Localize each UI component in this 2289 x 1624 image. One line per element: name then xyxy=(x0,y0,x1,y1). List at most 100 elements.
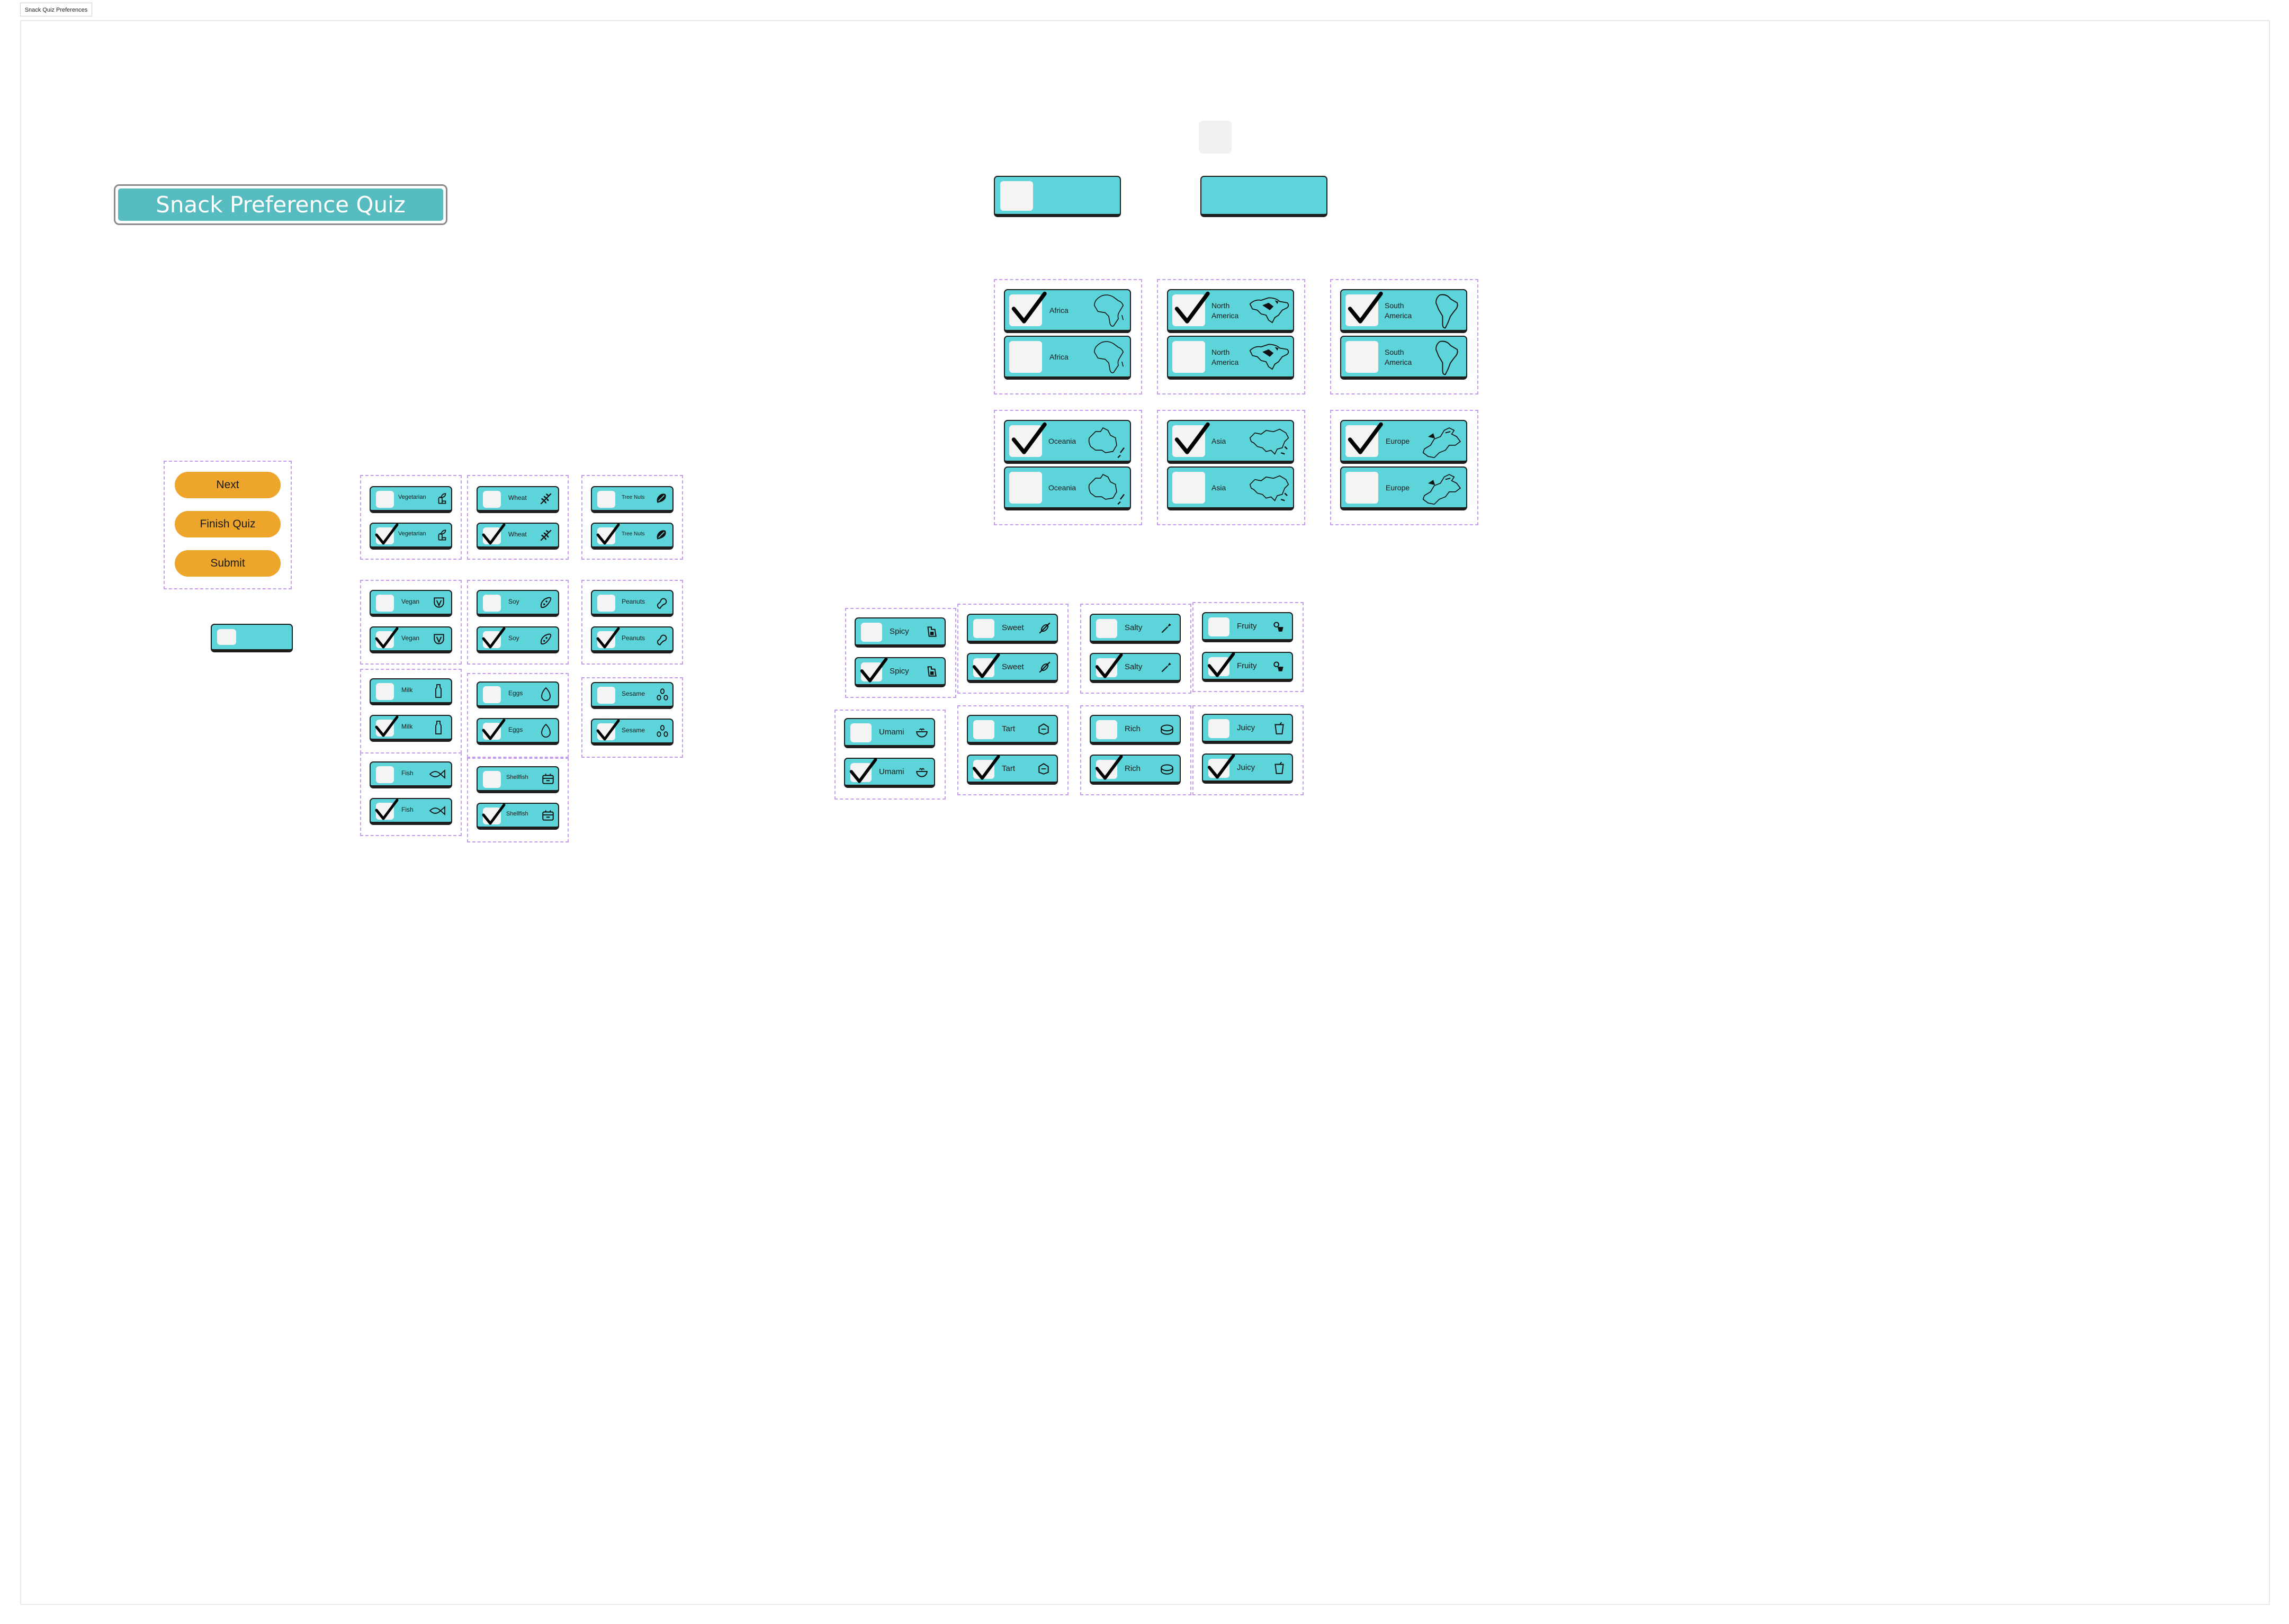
checkbox-fish-unchecked[interactable] xyxy=(376,766,394,783)
checkbox-salty-checked[interactable] xyxy=(1095,653,1123,678)
checkbox-vegetarian-checked[interactable] xyxy=(375,523,399,545)
chip-north-america-checked[interactable]: North America xyxy=(1167,289,1294,333)
chip-umami-unchecked[interactable]: Umami xyxy=(844,718,935,748)
chip-shellfish-checked[interactable]: Shellfish xyxy=(477,803,559,830)
chip-sweet-checked[interactable]: Sweet xyxy=(967,653,1058,683)
chip-fruity-unchecked[interactable]: Fruity xyxy=(1202,612,1293,642)
chip-milk-checked[interactable]: Milk xyxy=(370,715,452,742)
chip-sesame-checked[interactable]: Sesame xyxy=(591,719,674,746)
chip-peanuts-unchecked[interactable]: Peanuts xyxy=(591,590,674,617)
chip-vegetarian-unchecked[interactable]: Vegetarian xyxy=(370,486,452,513)
checkbox-rich-checked[interactable] xyxy=(1095,755,1123,780)
chip-umami-checked[interactable]: Umami xyxy=(844,758,935,788)
chip-africa-checked[interactable]: Africa xyxy=(1004,289,1131,333)
empty-chip-large[interactable] xyxy=(1200,176,1327,217)
chip-soy-unchecked[interactable]: Soy xyxy=(477,590,559,617)
chip-vegan-checked[interactable]: Vegan xyxy=(370,626,452,653)
chip-europe-unchecked[interactable]: Europe xyxy=(1340,466,1467,510)
chip-fish-checked[interactable]: Fish xyxy=(370,798,452,825)
checkbox-milk-unchecked[interactable] xyxy=(376,683,394,700)
chip-juicy-unchecked[interactable]: Juicy xyxy=(1202,714,1293,744)
chip-south-america-unchecked[interactable]: South America xyxy=(1340,336,1467,380)
checkbox-salty-unchecked[interactable] xyxy=(1096,619,1117,638)
chip-spicy-checked[interactable]: Spicy xyxy=(855,657,946,687)
checkbox-wheat-unchecked[interactable] xyxy=(483,491,501,508)
checkbox-fish-checked[interactable] xyxy=(375,798,399,820)
checkbox-south-america-unchecked[interactable] xyxy=(1345,341,1378,373)
chip-asia-checked[interactable]: Asia xyxy=(1167,420,1294,464)
checkbox-sweet-checked[interactable] xyxy=(972,653,1000,678)
chip-milk-unchecked[interactable]: Milk xyxy=(370,678,452,705)
checkbox-shellfish-unchecked[interactable] xyxy=(483,771,501,788)
chip-africa-unchecked[interactable]: Africa xyxy=(1004,336,1131,380)
chip-rich-checked[interactable]: Rich xyxy=(1090,755,1181,785)
chip-spicy-unchecked[interactable]: Spicy xyxy=(855,617,946,648)
checkbox-eggs-checked[interactable] xyxy=(482,719,506,740)
checkbox-sesame-unchecked[interactable] xyxy=(597,687,615,704)
chip-tree-nuts-unchecked[interactable]: Tree Nuts xyxy=(591,486,674,513)
chip-asia-unchecked[interactable]: Asia xyxy=(1167,466,1294,510)
chip-vegetarian-checked[interactable]: Vegetarian xyxy=(370,523,452,550)
checkbox-soy-unchecked[interactable] xyxy=(483,595,501,612)
chip-fruity-checked[interactable]: Fruity xyxy=(1202,652,1293,682)
checkbox-north-america-checked[interactable] xyxy=(1172,291,1210,326)
chip-fish-unchecked[interactable]: Fish xyxy=(370,761,452,788)
checkbox-wheat-checked[interactable] xyxy=(482,523,506,545)
checkbox-soy-checked[interactable] xyxy=(482,627,506,649)
checkbox-oceania-checked[interactable] xyxy=(1009,422,1047,457)
chip-sweet-unchecked[interactable]: Sweet xyxy=(967,614,1058,644)
checkbox-oceania-unchecked[interactable] xyxy=(1009,472,1042,504)
checkbox-sweet-unchecked[interactable] xyxy=(973,619,994,638)
checkbox-juicy-unchecked[interactable] xyxy=(1208,719,1229,738)
checkbox-vegetarian-unchecked[interactable] xyxy=(376,491,394,508)
chip-oceania-unchecked[interactable]: Oceania xyxy=(1004,466,1131,510)
checkbox-fruity-checked[interactable] xyxy=(1207,652,1235,677)
chip-salty-unchecked[interactable]: Salty xyxy=(1090,614,1181,644)
checkbox-peanuts-checked[interactable] xyxy=(596,627,620,649)
checkbox-europe-unchecked[interactable] xyxy=(1345,472,1378,504)
checkbox-tree-nuts-unchecked[interactable] xyxy=(597,491,615,508)
chip-peanuts-checked[interactable]: Peanuts xyxy=(591,626,674,653)
checkbox-asia-unchecked[interactable] xyxy=(1172,472,1205,504)
chip-tart-checked[interactable]: Tart xyxy=(967,755,1058,785)
chip-shellfish-unchecked[interactable]: Shellfish xyxy=(477,766,559,793)
chip-eggs-unchecked[interactable]: Eggs xyxy=(477,681,559,708)
chip-north-america-unchecked[interactable]: North America xyxy=(1167,336,1294,380)
submit-button[interactable]: Submit xyxy=(175,550,281,577)
chip-europe-checked[interactable]: Europe xyxy=(1340,420,1467,464)
chip-rich-unchecked[interactable]: Rich xyxy=(1090,715,1181,745)
chip-salty-checked[interactable]: Salty xyxy=(1090,653,1181,683)
checkbox-juicy-checked[interactable] xyxy=(1207,753,1235,779)
checkbox-umami-checked[interactable] xyxy=(849,758,877,783)
checkbox-tart-unchecked[interactable] xyxy=(973,720,994,739)
chip-sesame-unchecked[interactable]: Sesame xyxy=(591,682,674,709)
chip-south-america-checked[interactable]: South America xyxy=(1340,289,1467,333)
tab-snack-quiz-preferences[interactable]: Snack Quiz Preferences xyxy=(20,3,92,16)
next-button[interactable]: Next xyxy=(175,472,281,498)
chip-soy-checked[interactable]: Soy xyxy=(477,626,559,653)
chip-tart-unchecked[interactable]: Tart xyxy=(967,715,1058,745)
checkbox-vegan-checked[interactable] xyxy=(375,627,399,649)
toggle-chip-large[interactable] xyxy=(994,176,1121,217)
toggle-chip[interactable] xyxy=(211,624,293,652)
chip-wheat-unchecked[interactable]: Wheat xyxy=(477,486,559,513)
checkbox-asia-checked[interactable] xyxy=(1172,422,1210,457)
checkbox-south-america-checked[interactable] xyxy=(1345,291,1383,326)
toggle-checkbox[interactable] xyxy=(217,629,236,645)
checkbox-tree-nuts-checked[interactable] xyxy=(596,523,620,545)
checkbox-africa-unchecked[interactable] xyxy=(1009,341,1042,373)
chip-eggs-checked[interactable]: Eggs xyxy=(477,718,559,745)
checkbox-sesame-checked[interactable] xyxy=(596,719,620,741)
chip-tree-nuts-checked[interactable]: Tree Nuts xyxy=(591,523,674,550)
chip-juicy-checked[interactable]: Juicy xyxy=(1202,753,1293,784)
finish-quiz-button[interactable]: Finish Quiz xyxy=(175,511,281,537)
checkbox-spicy-checked[interactable] xyxy=(860,657,888,683)
checkbox-fruity-unchecked[interactable] xyxy=(1208,617,1229,636)
checkbox-north-america-unchecked[interactable] xyxy=(1172,341,1205,373)
toggle-checkbox-large[interactable] xyxy=(1000,181,1033,211)
checkbox-rich-unchecked[interactable] xyxy=(1096,720,1117,739)
chip-vegan-unchecked[interactable]: Vegan xyxy=(370,590,452,617)
checkbox-milk-checked[interactable] xyxy=(375,715,399,737)
checkbox-shellfish-checked[interactable] xyxy=(482,803,506,825)
checkbox-africa-checked[interactable] xyxy=(1009,291,1047,326)
